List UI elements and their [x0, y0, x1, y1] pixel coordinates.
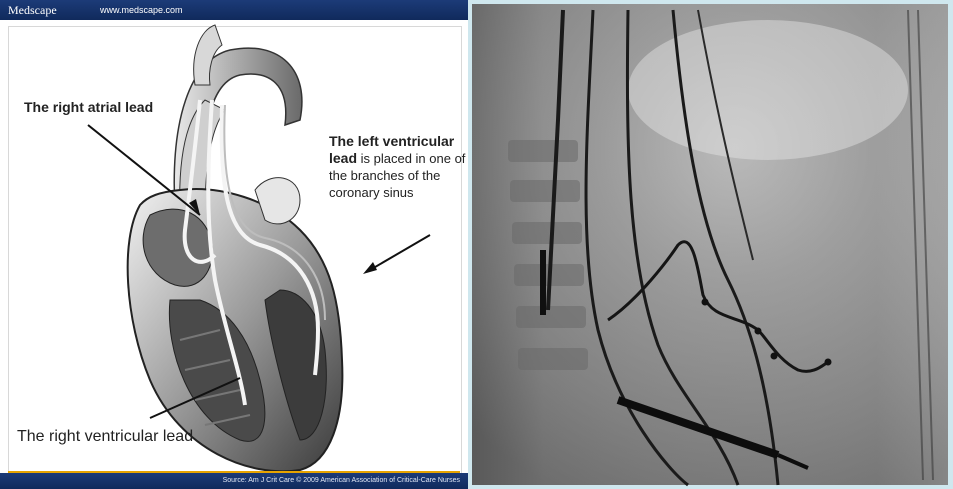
electrode-1 [702, 299, 709, 306]
footer-bar: Source: Am J Crit Care © 2009 American A… [0, 473, 468, 489]
right-atrial-label: The right atrial lead [24, 99, 153, 115]
left-ventricular-pointer [370, 235, 430, 270]
source-citation: Source: Am J Crit Care © 2009 American A… [223, 477, 468, 484]
illustration-panel: Medscape www.medscape.com [0, 0, 468, 489]
fluoroscopy-image [468, 0, 953, 489]
left-ventricular-arrowhead [363, 262, 377, 274]
right-ventricular-label: The right ventricular lead [17, 428, 193, 446]
fluoroscopy-panel [468, 0, 953, 489]
electrode-3 [771, 353, 778, 360]
electrode-4 [825, 359, 832, 366]
electrode-2 [755, 328, 762, 335]
heart-illustration [0, 0, 468, 489]
bright-region [628, 20, 908, 160]
left-ventricular-label: The left ventricular lead is placed in o… [329, 133, 468, 201]
